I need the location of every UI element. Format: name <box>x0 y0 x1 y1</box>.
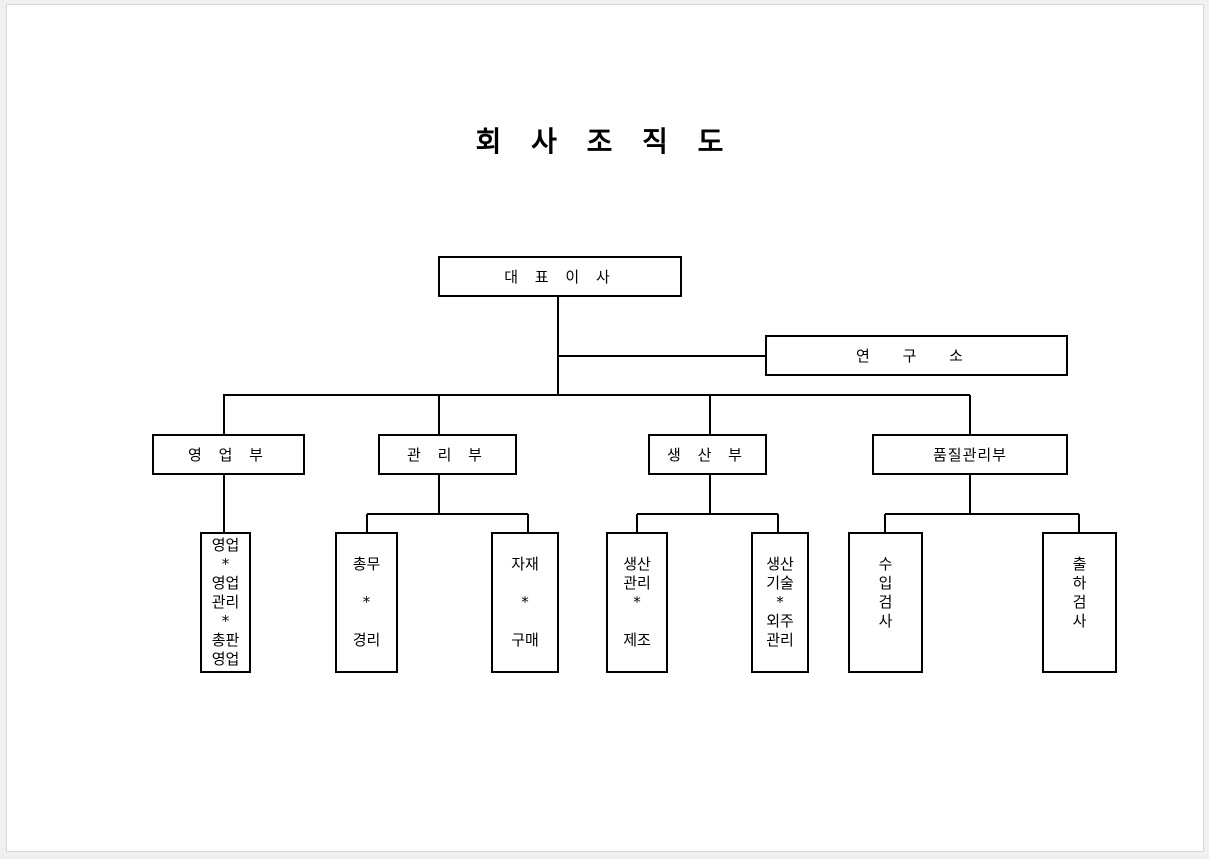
team-line: 경리 <box>352 631 381 649</box>
dept-label: 품질관리부 <box>932 446 1007 464</box>
team-box-sales: 영업 * 영업 관리 * 총판 영업 <box>200 532 251 673</box>
team-box-incoming-inspection: 수 입 검 사 <box>848 532 923 673</box>
team-line: 영업 <box>211 574 240 592</box>
dept-box-quality: 품질관리부 <box>872 434 1068 475</box>
team-line: * <box>633 593 641 611</box>
team-line: * <box>521 593 529 611</box>
lab-box: 연 구 소 <box>765 335 1068 376</box>
team-line: 사 <box>878 611 893 630</box>
team-line: * <box>362 593 371 611</box>
team-box-production-mgmt: 생산 관리 * 제조 <box>606 532 668 673</box>
chart-title: 회 사 조 직 도 <box>475 125 734 158</box>
team-line: 생산 <box>623 555 651 573</box>
team-line: 관리 <box>766 631 794 649</box>
team-line: 총무 <box>352 555 381 573</box>
team-line: 사 <box>1072 611 1087 630</box>
team-line: 검 <box>878 592 893 611</box>
document-page <box>6 4 1204 852</box>
team-line: * <box>221 612 230 630</box>
team-line: 제조 <box>623 631 651 649</box>
team-box-production-tech: 생산 기술 * 외주 관리 <box>751 532 809 673</box>
team-line: 영업 <box>211 536 240 554</box>
dept-label: 생 산 부 <box>667 446 748 464</box>
team-line: 자재 <box>511 555 539 573</box>
ceo-label: 대 표 이 사 <box>504 268 616 286</box>
team-line: 관리 <box>623 574 651 592</box>
dept-box-sales: 영 업 부 <box>152 434 305 475</box>
team-line: 검 <box>1072 592 1087 611</box>
team-box-general-affairs: 총무 * 경리 <box>335 532 398 673</box>
team-line: 영업 <box>211 650 240 668</box>
team-line: 총판 <box>211 631 240 649</box>
dept-label: 관 리 부 <box>407 446 488 464</box>
team-line: 외주 <box>766 612 794 630</box>
team-line: * <box>221 555 230 573</box>
lab-label: 연 구 소 <box>856 347 977 365</box>
dept-box-admin: 관 리 부 <box>378 434 517 475</box>
team-line: 관리 <box>211 593 240 611</box>
dept-box-production: 생 산 부 <box>648 434 767 475</box>
team-line: 출 <box>1072 554 1087 573</box>
dept-label: 영 업 부 <box>188 446 269 464</box>
ceo-box: 대 표 이 사 <box>438 256 682 297</box>
team-line: 하 <box>1072 573 1087 592</box>
team-line: 구매 <box>511 631 539 649</box>
team-box-outgoing-inspection: 출 하 검 사 <box>1042 532 1117 673</box>
team-box-materials: 자재 * 구매 <box>491 532 559 673</box>
team-line: 수 <box>878 554 893 573</box>
team-line: * <box>776 593 784 611</box>
team-line: 생산 <box>766 555 794 573</box>
team-line: 입 <box>878 573 893 592</box>
team-line: 기술 <box>766 574 794 592</box>
